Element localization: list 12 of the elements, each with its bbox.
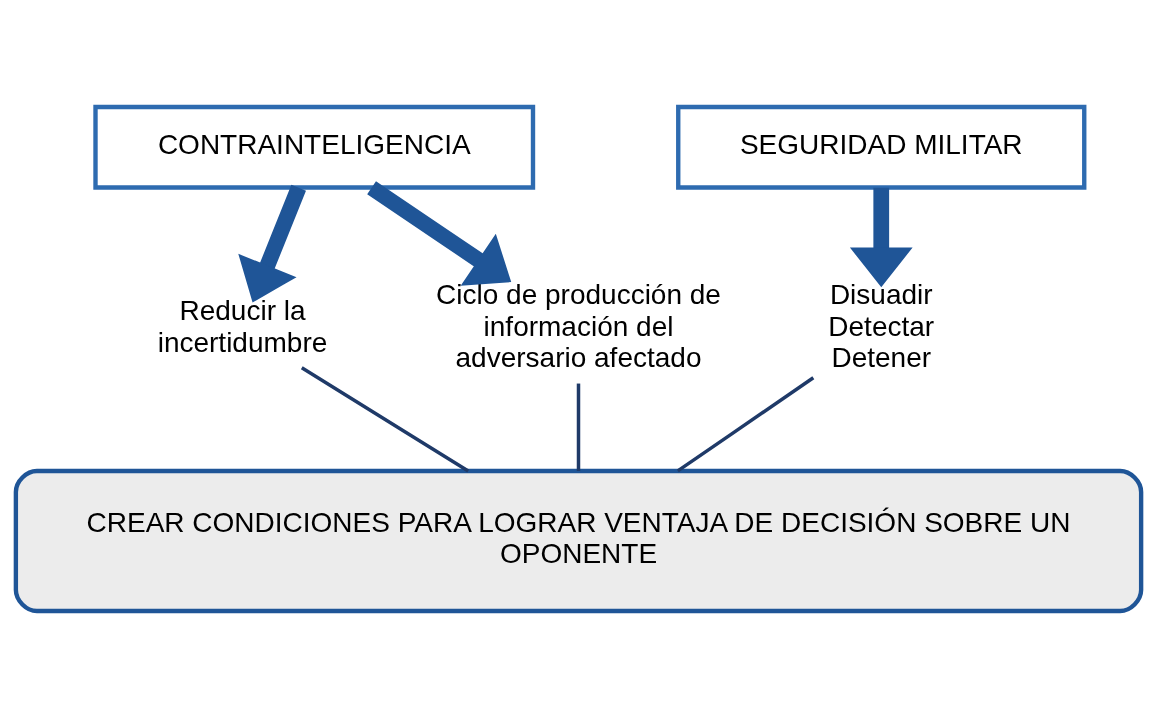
node-text: Reducir la incertidumbre	[157, 294, 328, 358]
node-text: Ciclo de producción de información del adversario afectado	[436, 278, 721, 373]
node-box: CONTRAINTELIGENCIA	[93, 104, 536, 190]
connector	[300, 365, 470, 472]
arrow	[367, 180, 512, 286]
arrow	[849, 187, 913, 287]
arrow	[238, 184, 306, 302]
connector	[576, 383, 581, 471]
node-box: CREAR CONDICIONES PARA LOGRAR VENTAJA DE DECISIÓN SOBRE UN OPONENTE	[13, 468, 1144, 613]
connector	[676, 375, 815, 472]
node-box: SEGURIDAD MILITAR	[676, 104, 1087, 190]
node-text: Disuadir Detectar Detener	[828, 278, 935, 373]
